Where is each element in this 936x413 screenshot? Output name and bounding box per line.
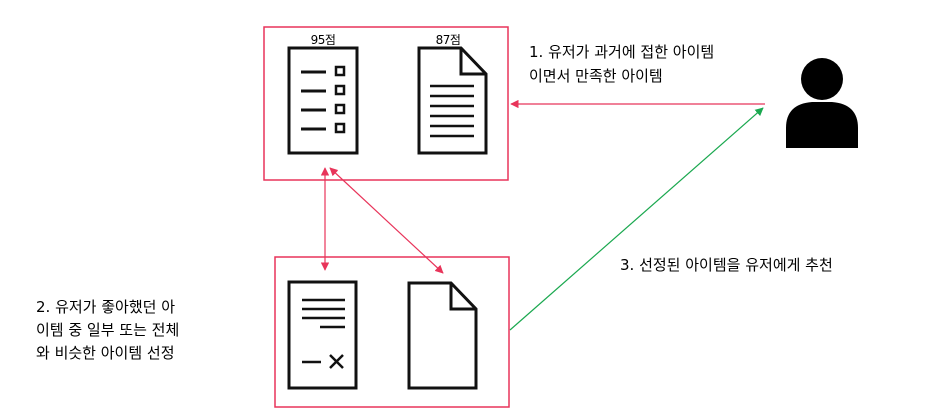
blank-document-icon	[407, 281, 478, 390]
user-icon	[786, 58, 858, 148]
text-document-icon	[417, 46, 488, 155]
arrow-past-to-blank-doc	[329, 167, 444, 274]
step2-caption-line1: 2. 유저가 좋아했던 아	[36, 298, 175, 316]
step2-caption-line3: 와 비슷한 아이템 선정	[36, 344, 175, 362]
step1-caption-line2: 이면서 만족한 아이템	[529, 67, 663, 85]
step1-caption-line1: 1. 유저가 과거에 접한 아이템	[529, 43, 714, 61]
selected-items-box	[274, 256, 510, 408]
rejected-document-icon	[287, 280, 358, 390]
checklist-document-icon	[287, 46, 359, 155]
step2-caption-line2: 이템 중 일부 또는 전체	[36, 321, 179, 339]
past-items-box	[263, 26, 509, 181]
score-right: 87점	[436, 33, 461, 47]
score-left: 95점	[311, 33, 336, 47]
step3-caption: 3. 선정된 아이템을 유저에게 추천	[620, 256, 833, 274]
arrow-recommend-to-user	[509, 107, 764, 331]
